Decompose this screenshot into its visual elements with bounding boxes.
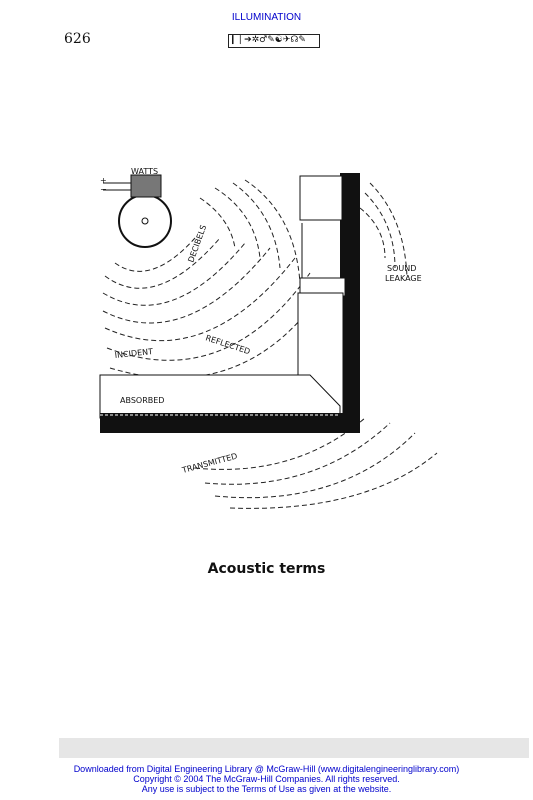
acoustic-diagram: WATTS + − DECIBELS SOUND LEAKAGE INCIDEN… [99,168,438,509]
footer-bar [59,738,529,758]
absorbed-label: ABSORBED [120,396,164,405]
sound-source-icon [103,174,172,248]
figure-caption: Acoustic terms [207,561,326,577]
plus-label: + [100,176,107,185]
sound-leakage-label-line2: LEAKAGE [385,274,422,283]
sound-wave-arcs [102,179,438,509]
chapter-glyph-strip: ❙❘➔✲♂✎☯✈☊✎ [228,34,320,48]
incident-label: INCIDENT [114,347,153,360]
footer-copyright: Copyright © 2004 The McGraw-Hill Compani… [133,774,400,784]
page-number: 626 [64,31,91,47]
footer-terms[interactable]: Any use is subject to the Terms of Use a… [141,784,392,794]
wall-structure [99,173,360,433]
decibels-label: DECIBELS [186,224,208,264]
sound-leakage-label-line1: SOUND [387,264,416,273]
minus-label: − [100,185,107,194]
footer-download-link[interactable]: Downloaded from Digital Engineering Libr… [73,764,460,774]
footer: Downloaded from Digital Engineering Libr… [0,764,533,794]
watts-label: WATTS [131,168,158,176]
section-title-link[interactable]: ILLUMINATION [231,12,302,23]
transmitted-label: TRANSMITTED [180,452,238,476]
acoustic-terms-figure: WATTS + − DECIBELS SOUND LEAKAGE INCIDEN… [95,168,445,513]
reflected-label: REFLECTED [204,333,251,356]
